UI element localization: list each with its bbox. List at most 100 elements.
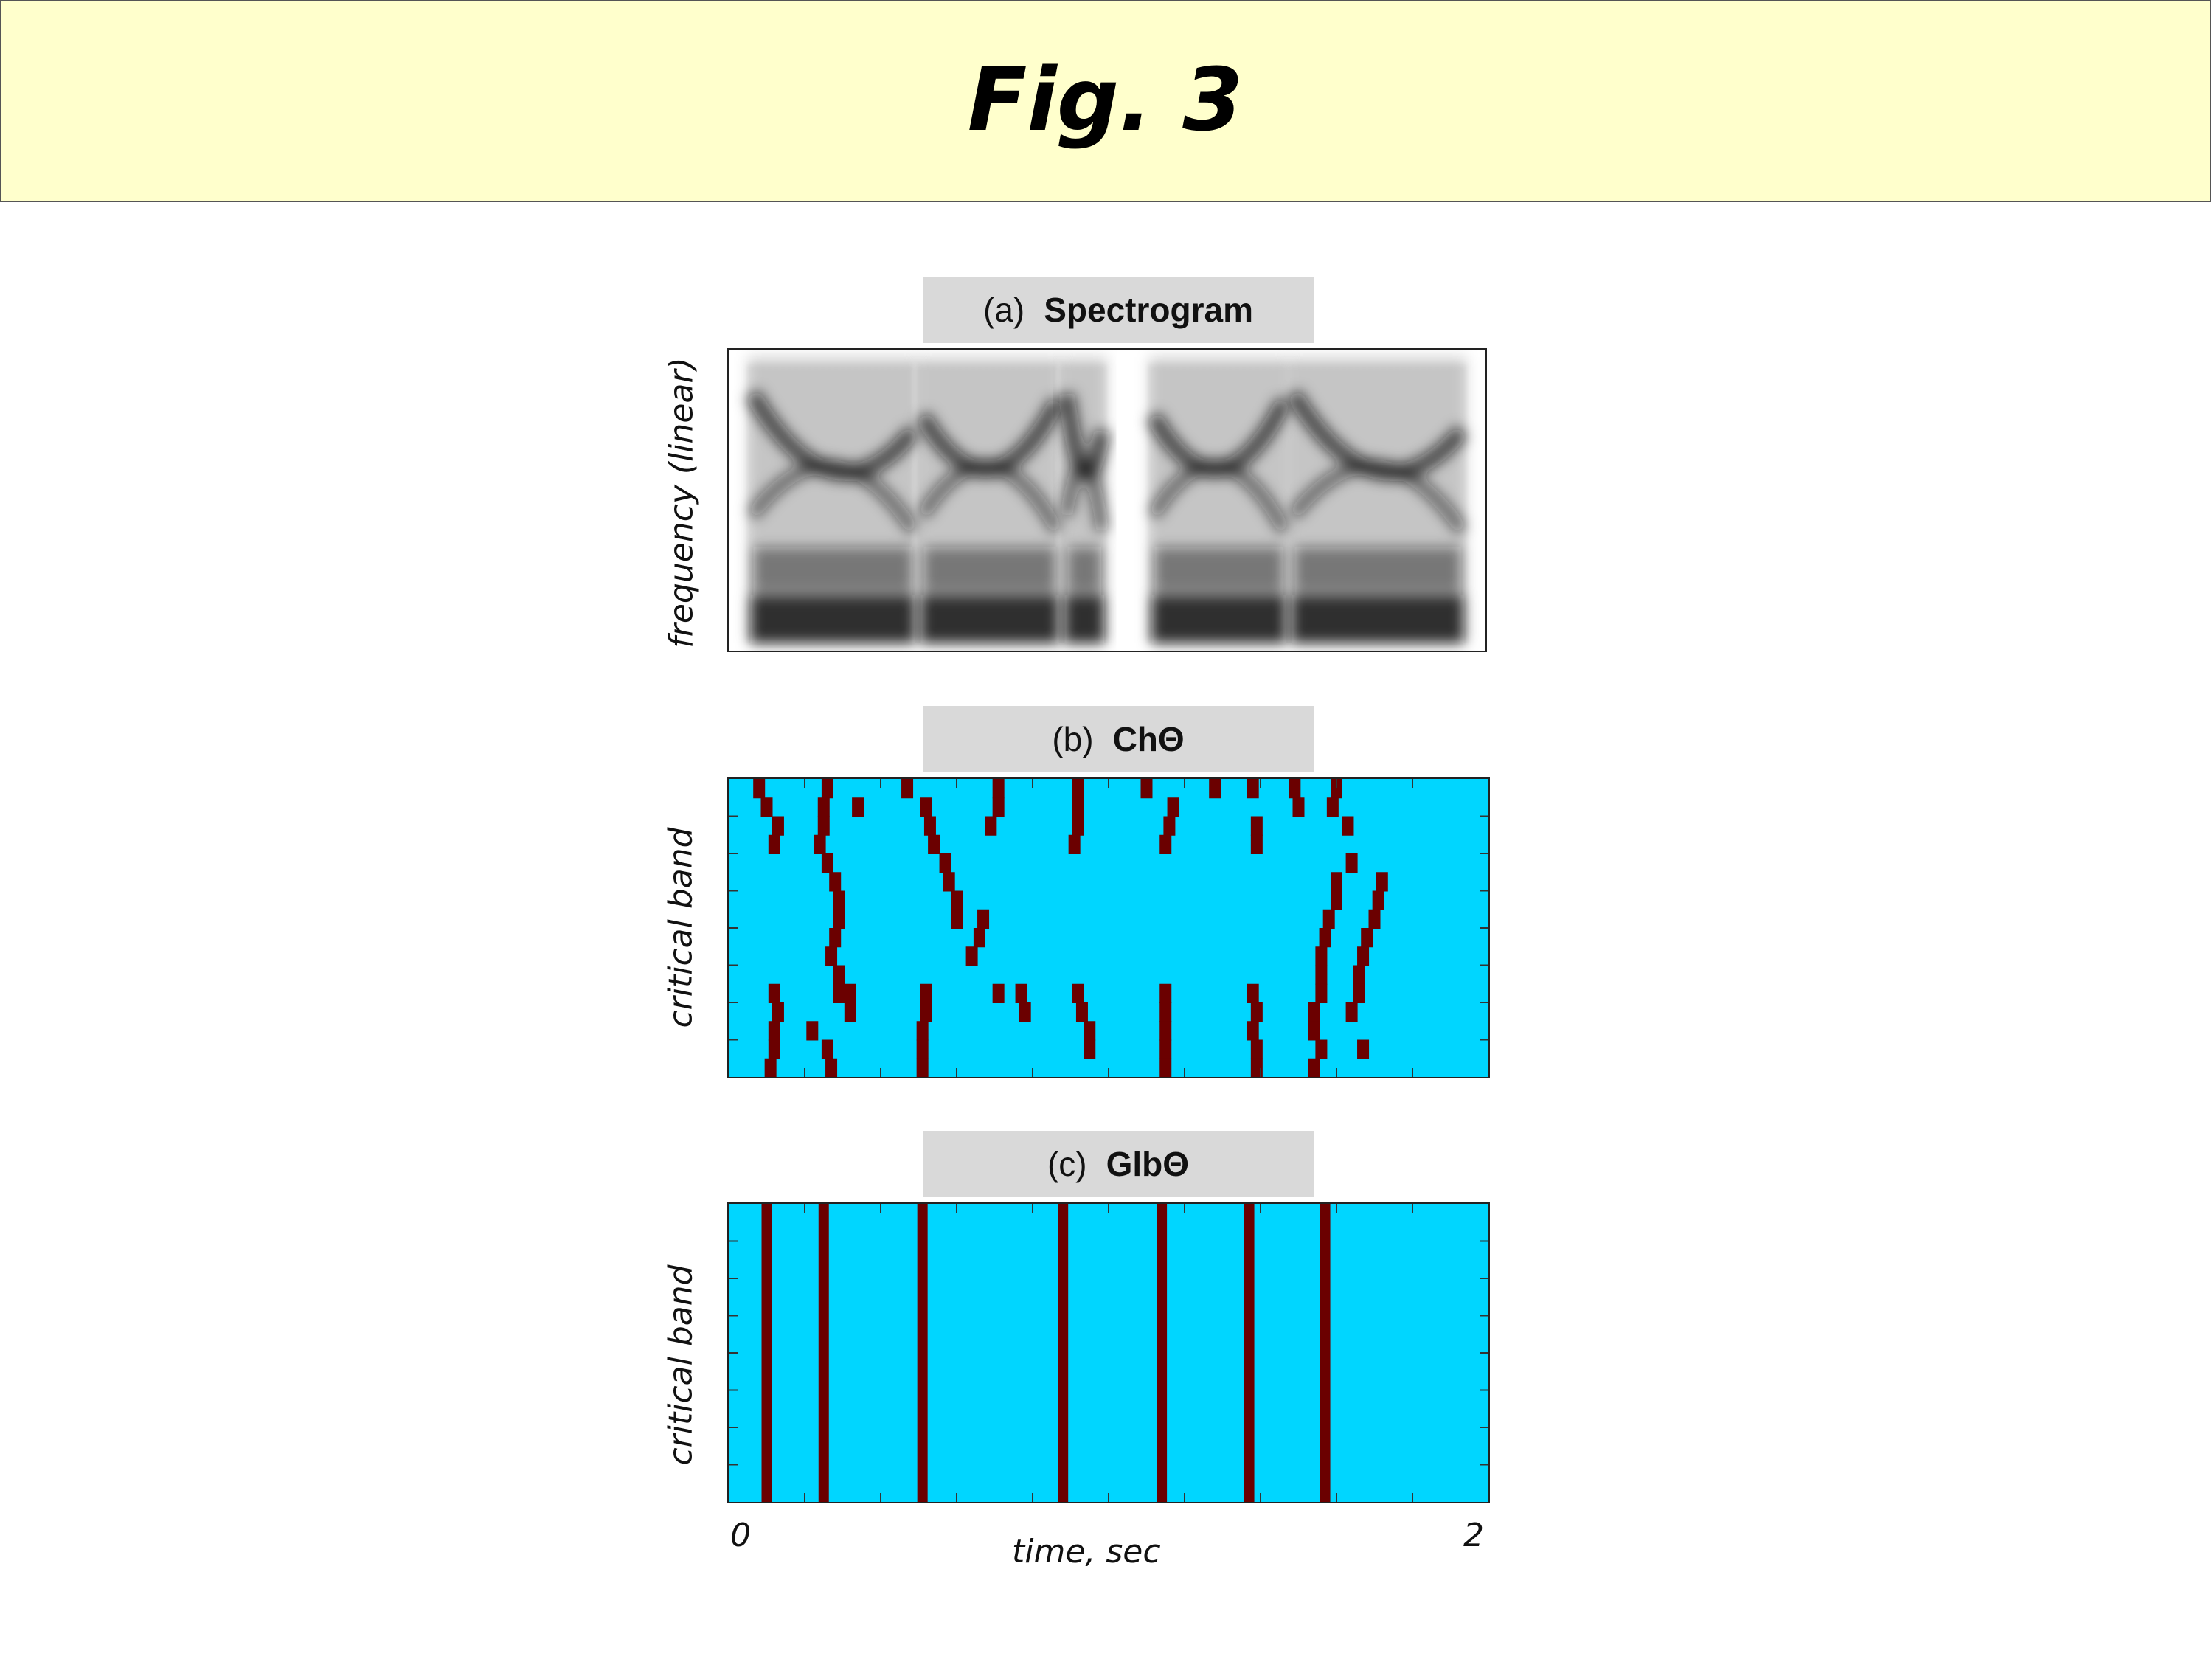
onset-mark [923, 816, 936, 836]
onset-mark [1353, 983, 1365, 1003]
channel-theta-plot [727, 777, 1490, 1078]
onset-mark [806, 1021, 819, 1041]
striations [919, 364, 1054, 643]
striations [1063, 364, 1105, 643]
global-onset-line [1157, 1204, 1168, 1502]
onset-mark [1019, 1002, 1031, 1022]
onset-mark [1331, 890, 1342, 910]
onset-mark [1250, 834, 1263, 854]
onset-mark [844, 1002, 856, 1022]
low-band-energy [750, 595, 915, 643]
onset-mark [1326, 797, 1339, 817]
onset-mark [833, 965, 845, 985]
onset-mark [1315, 946, 1328, 966]
onset-mark [1247, 779, 1259, 799]
onset-mark [920, 797, 932, 817]
onset-mark [1015, 983, 1027, 1003]
onset-mark [760, 797, 773, 817]
low-band-energy [1151, 595, 1286, 643]
onset-mark [1159, 834, 1172, 854]
onset-mark [1163, 816, 1176, 836]
spectrogram-segment [745, 357, 920, 643]
onset-mark [1072, 983, 1084, 1003]
onset-mark [821, 1039, 833, 1059]
onset-mark [821, 779, 833, 799]
onset-mark [817, 816, 830, 836]
striations [749, 364, 910, 643]
onset-mark [768, 1021, 780, 1041]
onset-mark [1361, 928, 1373, 948]
onset-mark [1072, 779, 1084, 799]
onset-mark [814, 834, 826, 854]
onset-mark [768, 983, 780, 1003]
onset-mark [1167, 797, 1179, 817]
onset-mark [928, 834, 940, 854]
global-onset-line [1244, 1204, 1255, 1502]
onset-mark [1292, 797, 1305, 817]
spectrogram-segment [1145, 357, 1292, 643]
onset-mark [977, 909, 990, 929]
figure-banner: Fig. 3 [0, 0, 2211, 202]
onset-mark [1308, 1021, 1320, 1041]
onset-mark [1247, 983, 1259, 1003]
onset-mark [916, 1058, 929, 1077]
onset-mark [992, 779, 1005, 799]
spectrogram-plot [727, 348, 1487, 652]
mid-band-energy [753, 547, 912, 592]
onset-mark [833, 909, 845, 929]
global-onset-line [761, 1204, 772, 1502]
x-tick-2: 2 [1463, 1517, 1484, 1554]
onset-mark [1072, 797, 1084, 817]
onset-mark [1159, 1002, 1172, 1022]
onset-mark [920, 1002, 932, 1022]
onset-mark [1250, 816, 1263, 836]
spectrogram-segment [915, 357, 1065, 643]
onset-mark [825, 946, 838, 966]
onset-mark [768, 1039, 780, 1059]
panel-b-label: (b) ChΘ [923, 706, 1314, 772]
onset-mark [772, 1002, 784, 1022]
onset-mark [943, 872, 955, 892]
onset-mark [985, 816, 997, 836]
onset-mark [753, 779, 766, 799]
onset-mark [1159, 1058, 1172, 1077]
onset-mark [768, 834, 780, 854]
onset-mark [1084, 1039, 1096, 1059]
onset-mark [1353, 965, 1365, 985]
plot-background [729, 1204, 1488, 1502]
onset-mark [1331, 779, 1342, 799]
low-band-energy [920, 595, 1059, 643]
onset-mark [916, 1021, 929, 1041]
onset-mark [1159, 1021, 1172, 1041]
panel-c-label: (c) GlbΘ [923, 1131, 1314, 1197]
onset-mark [939, 853, 951, 873]
panel-a-title: Spectrogram [1044, 291, 1253, 329]
onset-mark [1315, 983, 1328, 1003]
onset-mark [1376, 872, 1388, 892]
onset-mark [951, 909, 963, 929]
onset-mark [1159, 1039, 1172, 1059]
panel-a-letter: (a) [983, 291, 1025, 329]
global-theta-plot [727, 1202, 1490, 1503]
onset-mark [1250, 1039, 1263, 1059]
onset-mark [1075, 1002, 1088, 1022]
onset-mark [973, 928, 985, 948]
onset-mark [1357, 1039, 1370, 1059]
panel-c-letter: (c) [1047, 1145, 1087, 1183]
onset-mark [1308, 1058, 1320, 1077]
onset-mark [844, 983, 856, 1003]
global-onset-line [1058, 1204, 1069, 1502]
onset-mark [833, 890, 845, 910]
panel-a-ylabel: frequency (linear) [662, 357, 701, 648]
onset-mark [1368, 909, 1381, 929]
onset-mark [1357, 946, 1370, 966]
onset-mark [833, 983, 845, 1003]
onset-mark [1308, 1002, 1320, 1022]
striations [1290, 364, 1465, 643]
onset-mark [1140, 779, 1153, 799]
onset-mark [1372, 890, 1384, 910]
onset-mark [1247, 1021, 1259, 1041]
figure-title: Fig. 3 [967, 49, 1244, 150]
onset-mark [829, 928, 842, 948]
panel-b-title: ChΘ [1112, 720, 1185, 758]
